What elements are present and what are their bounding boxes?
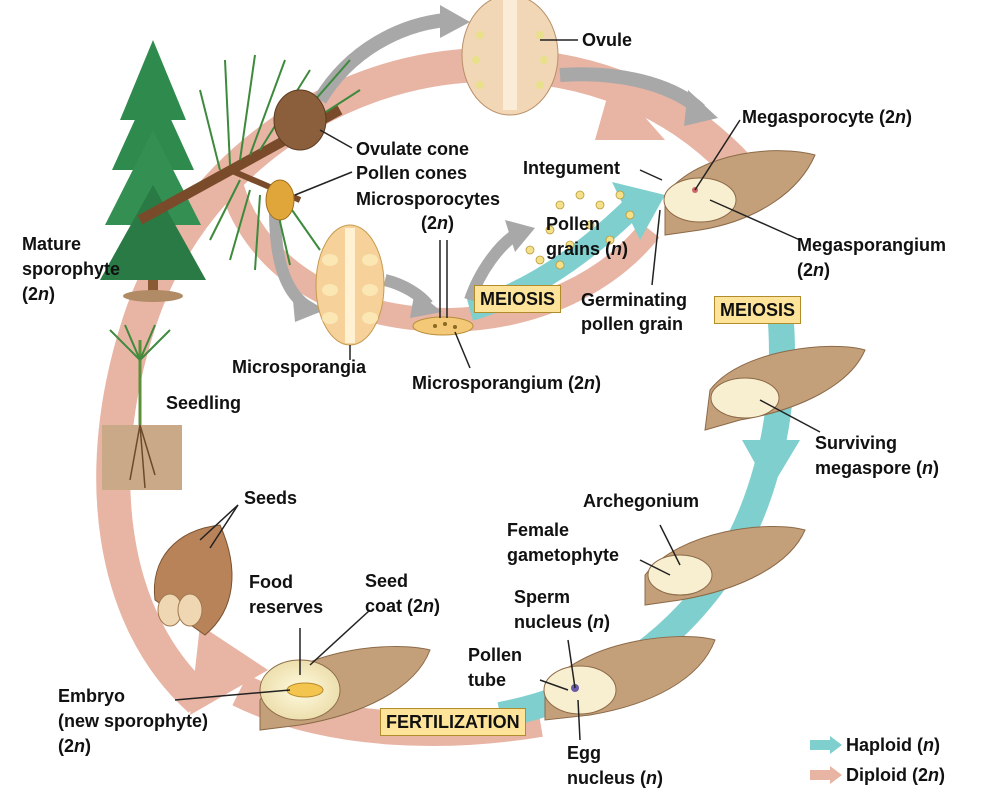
label-microsporangium: Microsporangium (2n) (412, 373, 602, 393)
label-seeds: Seeds (244, 488, 298, 508)
microsporangium-shape (412, 316, 474, 336)
label-ovulate-cone: Ovulate cone (356, 139, 470, 159)
label-megasporangium-ploidy: (2n) (797, 260, 831, 280)
label-seed-coat-2: coat (2n) (365, 596, 441, 616)
label-seed-coat: Seed (365, 571, 409, 591)
label-seedling: Seedling (166, 393, 242, 413)
gray-arrowhead-pollen (505, 220, 535, 252)
label-sperm-nucleus-2: nucleus (n) (514, 612, 611, 632)
label-germinating-2: pollen grain (581, 314, 684, 334)
leader-lines (174, 39, 821, 741)
label-ovule: Ovule (582, 30, 633, 50)
gray-arrowhead-megasporocyte (684, 90, 718, 126)
label-pollen-grains-ploidy: grains (n) (546, 239, 629, 259)
label-microsporocytes: Microsporocytes (356, 189, 501, 209)
label-food-reserves-2: reserves (249, 597, 324, 617)
label-mature-sporophyte-ploidy: (2n) (22, 284, 56, 304)
label-embryo-2: (new sporophyte) (58, 711, 209, 731)
ovule-female-gametophyte (644, 525, 806, 606)
label-megasporocyte: Megasporocyte (2n) (742, 107, 913, 127)
stage-fertilization: FERTILIZATION (380, 708, 526, 736)
haploid-arrowhead-pollen (612, 182, 665, 240)
label-germinating: Germinating (581, 290, 688, 310)
label-egg-nucleus-2: nucleus (n) (567, 768, 664, 788)
label-food-reserves: Food (249, 572, 293, 592)
haploid-arrowhead-right (742, 440, 800, 490)
pollen-grains-cloud (525, 190, 635, 270)
pollen-cone-shape (265, 179, 295, 221)
label-surviving: Surviving (815, 433, 898, 453)
label-mature-sporophyte: Mature (22, 234, 82, 254)
ovule-fertilization (543, 636, 716, 721)
gray-arrow-to-ovule (313, 13, 446, 104)
legend-haploid-arrow (810, 736, 842, 754)
label-microsporocytes-ploidy: (2n) (421, 213, 455, 233)
label-archegonium: Archegonium (583, 491, 700, 511)
diploid-arrowhead-top (595, 80, 665, 140)
label-pollen-tube: Pollen (468, 645, 523, 665)
ovule-megasporocyte (663, 150, 816, 236)
seedling (102, 324, 182, 490)
label-megasporangium: Megasporangium (797, 235, 947, 255)
ovulate-cone-shape (273, 89, 327, 151)
ovulate-cone-section (461, 0, 559, 116)
label-integument: Integument (523, 158, 620, 178)
stage-meiosis-right: MEIOSIS (714, 296, 802, 324)
stage-meiosis-left: MEIOSIS (474, 285, 562, 313)
ovule-surviving-megaspore (704, 345, 866, 431)
label-pollen-tube-2: tube (468, 670, 506, 690)
label-embryo-ploidy: (2n) (58, 736, 92, 756)
gray-arrowhead-microsporangium (410, 290, 442, 318)
pine-branch (137, 54, 361, 271)
pollen-cone-section (315, 224, 385, 346)
label-egg-nucleus: Egg (567, 743, 601, 763)
gray-arrowhead-ovule (440, 5, 470, 38)
diploid-arrowhead-seeds (190, 625, 268, 715)
label-pollen-grains: Pollen (546, 214, 601, 234)
label-surviving-2: megaspore (n) (815, 458, 940, 478)
label-female-gametophyte-2: gametophyte (507, 545, 620, 565)
legend-diploid-arrow (810, 766, 842, 784)
winged-seeds (153, 524, 233, 636)
label-sperm-nucleus: Sperm (514, 587, 571, 607)
legend-haploid-label: Haploid (n) (846, 735, 940, 755)
label-pollen-cones: Pollen cones (356, 163, 468, 183)
gray-arrowhead-microsporangia (292, 290, 325, 322)
label-mature-sporophyte-2: sporophyte (22, 259, 121, 279)
gray-arrow-to-pollen (464, 230, 519, 303)
label-microsporangia: Microsporangia (232, 357, 367, 377)
label-female-gametophyte: Female (507, 520, 570, 540)
legend-diploid-label: Diploid (2n) (846, 765, 945, 785)
label-embryo: Embryo (58, 686, 126, 706)
seed-with-embryo (259, 646, 431, 731)
